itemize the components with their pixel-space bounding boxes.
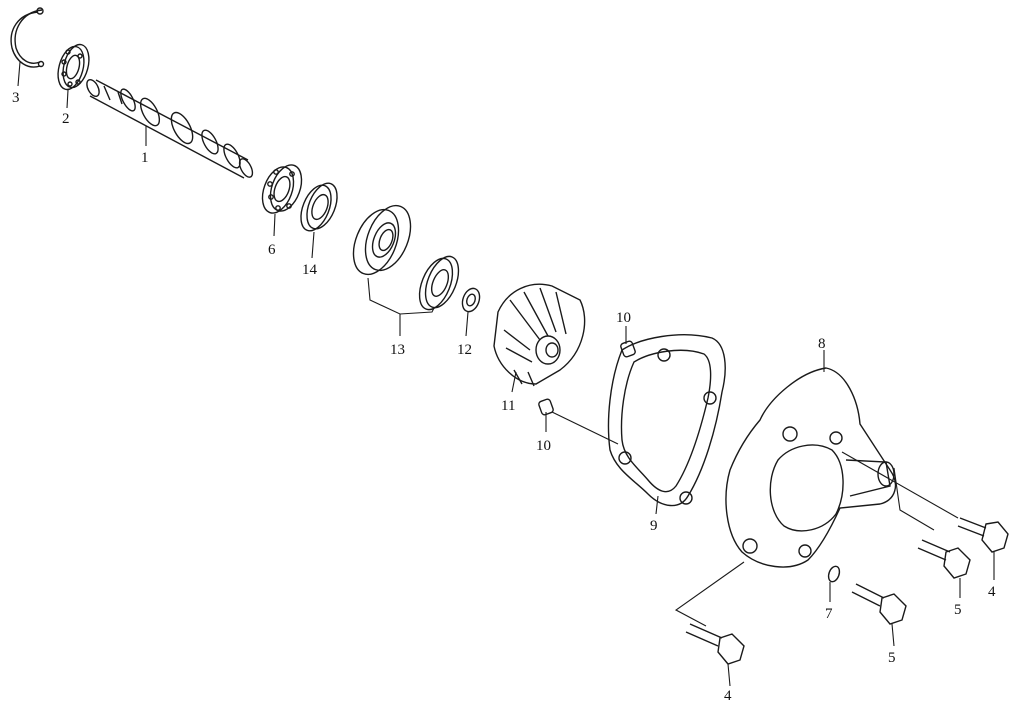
bolt-lower-middle-part <box>851 583 907 625</box>
impeller-part <box>493 283 586 387</box>
callout-large-bearing: 6 <box>268 242 276 258</box>
mechanical-seal-part <box>352 204 460 311</box>
gasket-part <box>607 334 726 507</box>
callout-dowel-upper: 10 <box>616 310 631 326</box>
pump-cover-part <box>725 367 897 568</box>
callout-small-bearing: 2 <box>62 111 70 127</box>
callout-gasket: 9 <box>650 518 658 534</box>
callout-impeller: 11 <box>501 398 515 414</box>
callout-bolt-lower-middle: 5 <box>888 650 896 666</box>
oil-seal-part <box>300 182 338 232</box>
leader-lines <box>17 61 995 687</box>
large-bearing-part <box>261 164 303 214</box>
washer-seven-part <box>827 565 841 583</box>
callout-oil-seal: 14 <box>302 262 318 278</box>
callout-washer-seven: 7 <box>825 606 833 622</box>
pump-shaft-part <box>86 79 254 179</box>
bolt-upper-right-part <box>957 517 1009 553</box>
bolt-middle-right-part <box>917 539 971 579</box>
callout-mechanical-seal: 13 <box>390 342 405 358</box>
callout-circlip: 3 <box>12 90 20 106</box>
circlip-part <box>10 7 45 68</box>
small-bearing-part <box>57 43 90 91</box>
callout-small-washer: 12 <box>457 342 472 358</box>
callout-bolt-upper-right: 4 <box>988 584 996 600</box>
callout-bolt-middle-right: 5 <box>954 602 962 618</box>
small-washer-part <box>461 287 481 313</box>
bolt-lower-left-part <box>685 623 745 665</box>
callout-pump-cover: 8 <box>818 336 826 352</box>
dowel-pin-lower-part <box>538 398 554 416</box>
callout-shaft: 1 <box>141 150 149 166</box>
callout-bolt-lower-left: 4 <box>724 688 732 704</box>
callout-dowel-lower: 10 <box>536 438 551 454</box>
